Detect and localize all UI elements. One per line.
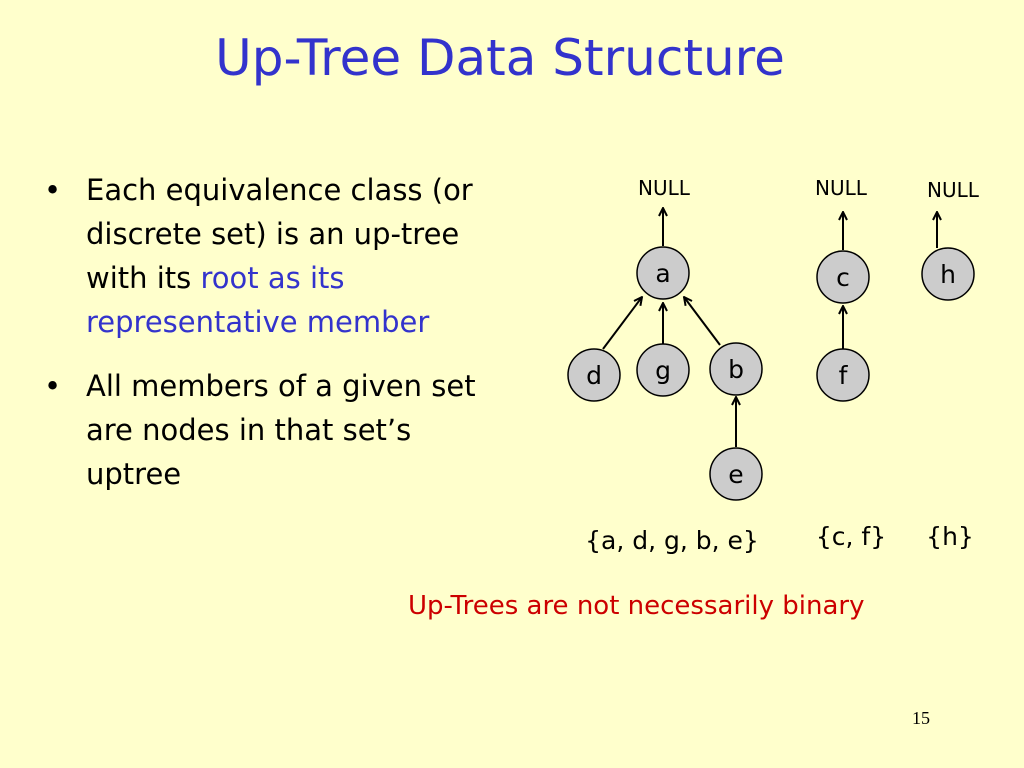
bullet-item: • Each equivalence class (or discrete se… (44, 168, 514, 344)
page-number: 15 (912, 708, 930, 728)
null-label: NULL (927, 178, 980, 202)
node-label: e (728, 460, 743, 489)
node-label: f (839, 361, 849, 390)
tree-node: c (816, 250, 870, 304)
note-text: Up-Trees are not necessarily binary (408, 591, 865, 621)
bullet-item: • All members of a given set are nodes i… (44, 364, 514, 496)
null-label: NULL (815, 176, 868, 200)
slide-title: Up-Tree Data Structure (215, 29, 785, 87)
tree-node: b (709, 342, 763, 396)
bullet-highlight: root as its representative member (86, 261, 430, 339)
node-label: c (836, 263, 850, 292)
tree-node: f (816, 348, 870, 402)
null-label: NULL (638, 176, 691, 200)
tree-node: a (636, 246, 690, 300)
bullet-dot: • (44, 173, 62, 207)
tree-node: d (567, 348, 621, 402)
tree-node: e (709, 447, 763, 501)
tree-node: g (636, 343, 690, 397)
node-label: h (940, 260, 956, 289)
set-label: {h} (926, 522, 974, 551)
set-label: {c, f} (816, 522, 886, 551)
bullet-list: • Each equivalence class (or discrete se… (44, 168, 514, 496)
bullet-text: Each equivalence class (or discrete set)… (86, 173, 473, 295)
node-label: d (586, 361, 602, 390)
tree-node: h (921, 247, 975, 301)
edge-arrow (684, 297, 721, 346)
edge-arrow (602, 297, 642, 350)
set-label: {a, d, g, b, e} (585, 526, 759, 555)
bullet-text: All members of a given set are nodes in … (86, 369, 476, 491)
node-label: a (655, 259, 670, 288)
node-label: g (655, 356, 671, 385)
bullet-dot: • (44, 369, 62, 403)
node-label: b (728, 355, 744, 384)
